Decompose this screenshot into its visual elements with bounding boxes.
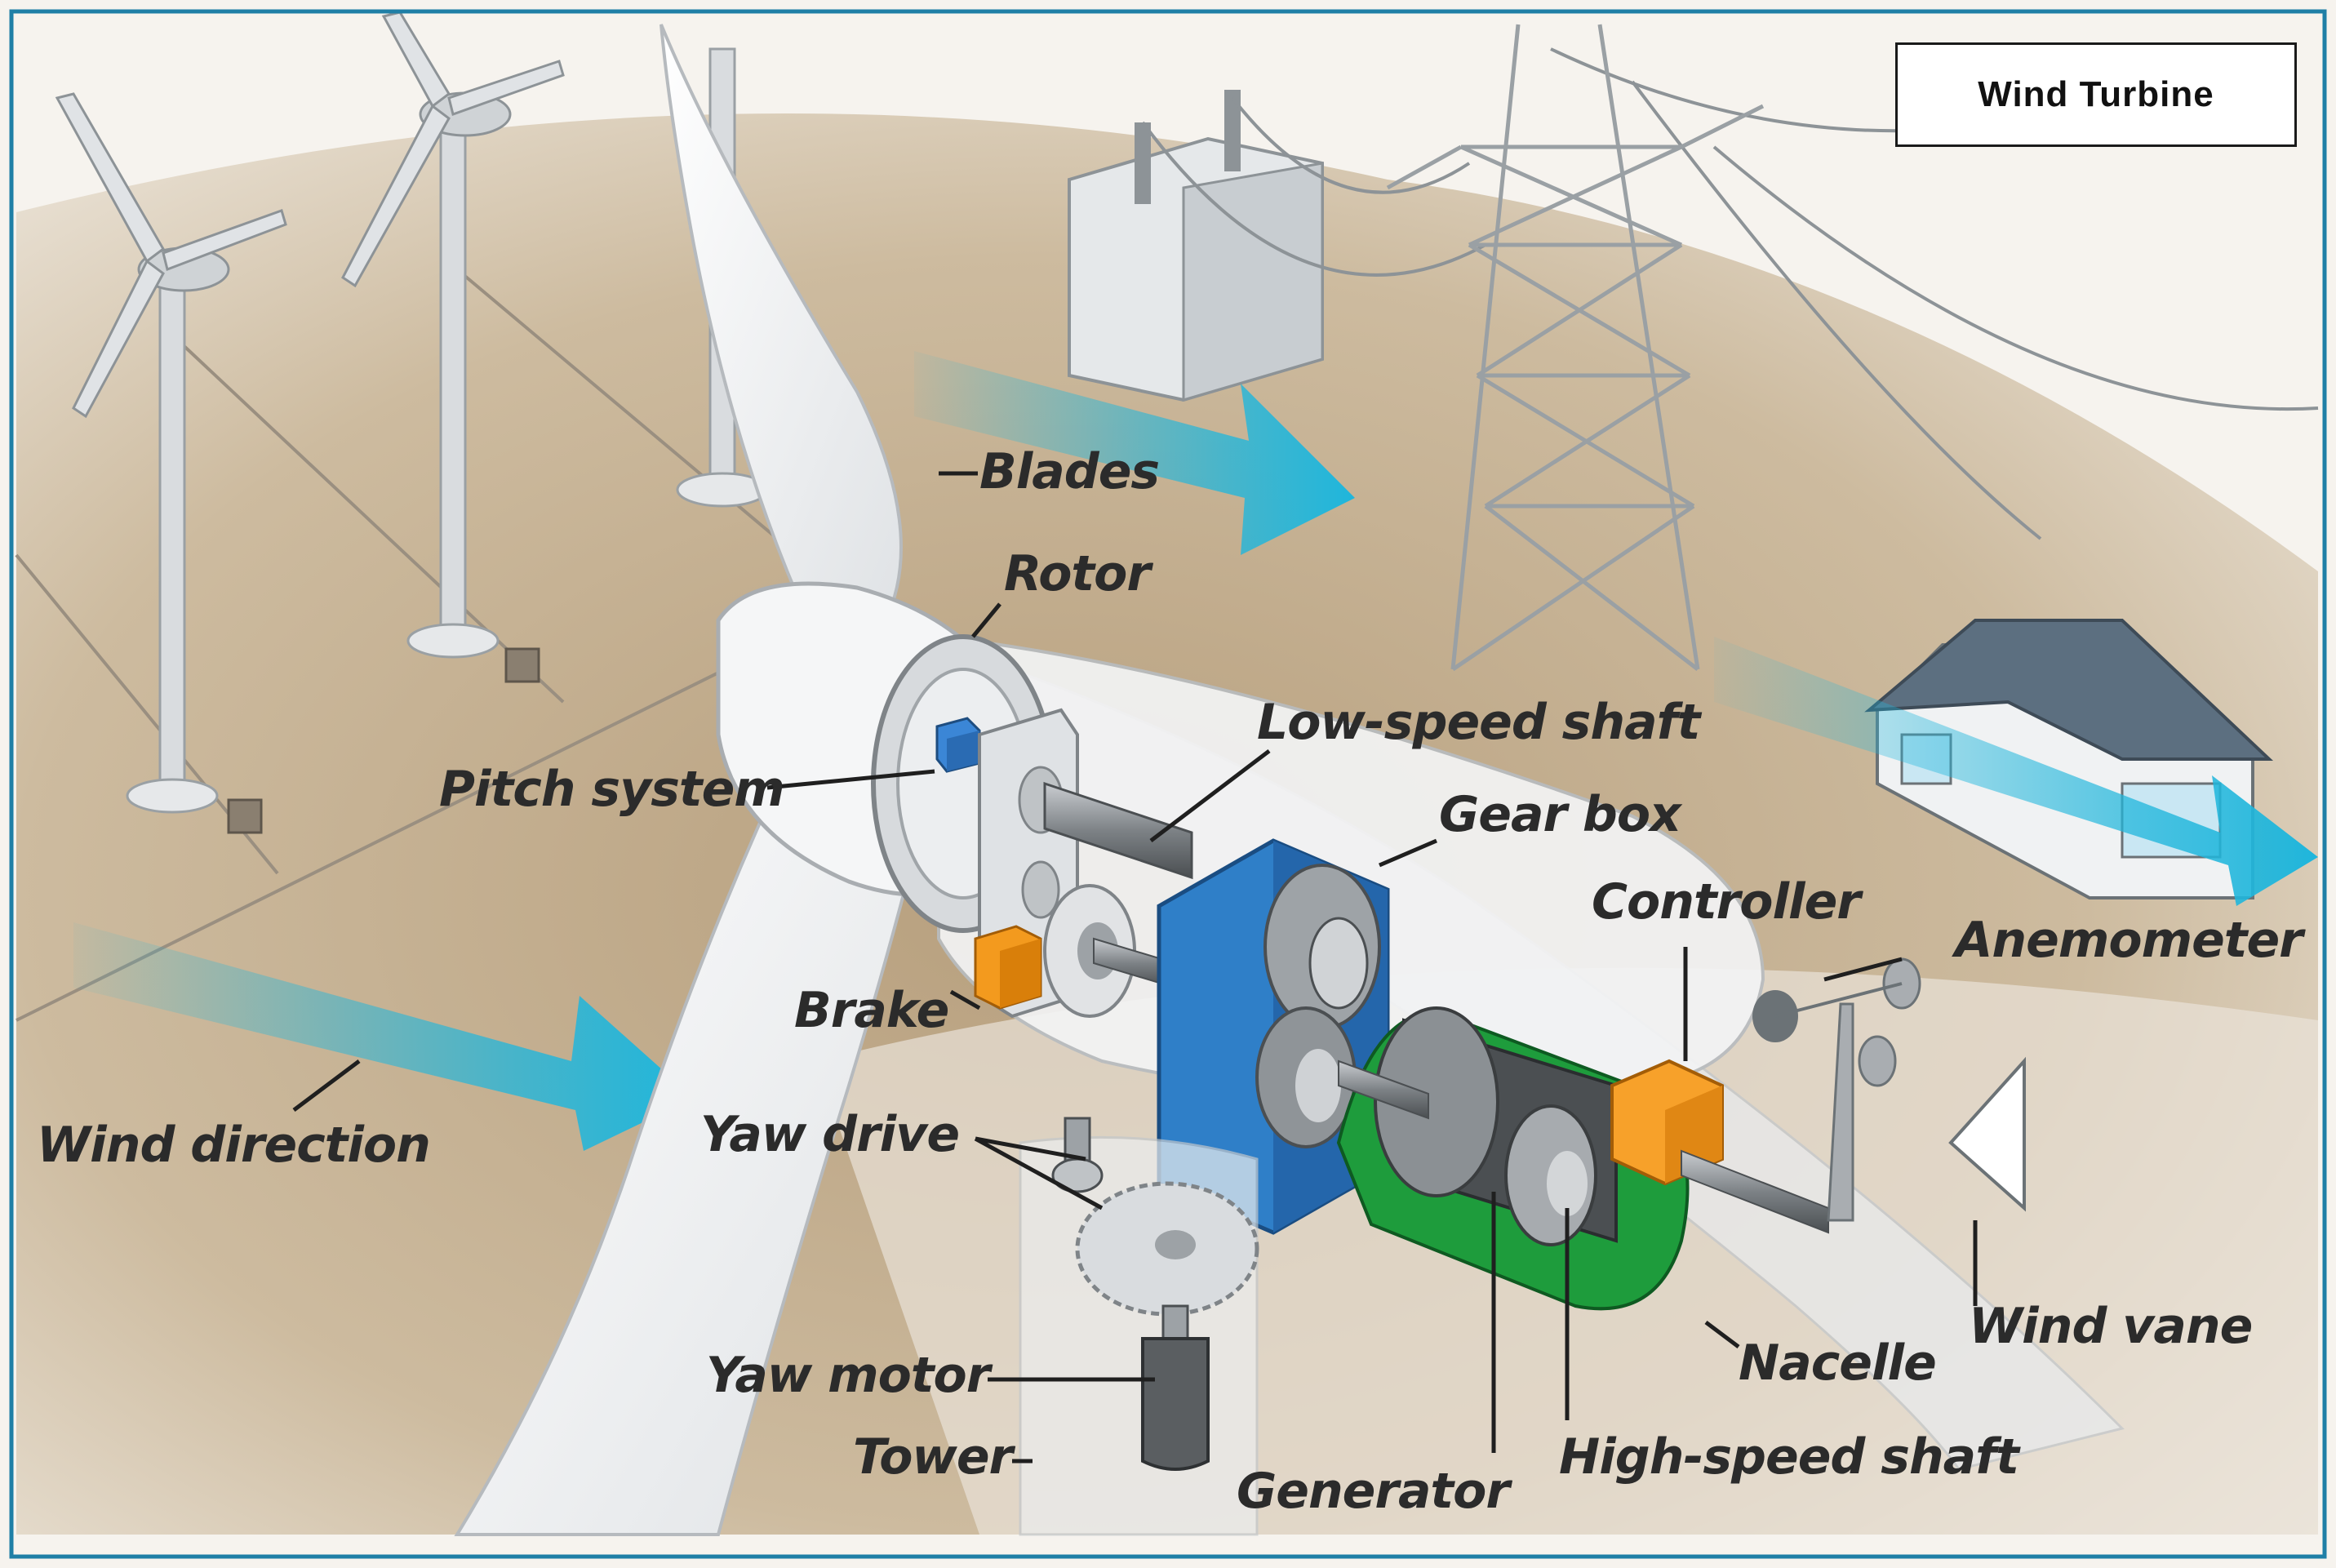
label-anemometer: Anemometer [1955, 912, 2303, 969]
label-tower: Tower [853, 1428, 1013, 1486]
label-yaw-drive: Yaw drive [700, 1106, 960, 1163]
title-box: Wind Turbine [1895, 42, 2297, 147]
diagram-title: Wind Turbine [1978, 74, 2214, 114]
diagram-frame [9, 9, 2327, 1559]
anemometer-drawing [1752, 957, 1921, 1222]
power-flow-arrow-house [1714, 637, 2318, 906]
label-blades: Blades [979, 443, 1160, 500]
label-rotor: Rotor [1004, 545, 1151, 602]
brake-caliper [974, 925, 1042, 1010]
label-wind-vane: Wind vane [1969, 1298, 2253, 1355]
label-pitch-system: Pitch system [439, 761, 785, 818]
label-brake: Brake [794, 982, 949, 1039]
label-wind-direction: Wind direction [37, 1117, 431, 1174]
yaw-motor-drawing [1141, 1337, 1210, 1471]
label-low-speed-shaft: Low-speed shaft [1257, 694, 1700, 751]
transformer [1068, 90, 1324, 402]
nacelle-housing [937, 634, 1765, 1104]
power-flow-arrow-top [914, 351, 1355, 555]
label-high-speed-shaft: High-speed shaft [1559, 1428, 2019, 1486]
wind-vane-drawing [1948, 1056, 2026, 1212]
transmission-tower [1386, 24, 1765, 672]
label-generator: Generator [1237, 1463, 1510, 1520]
pitch-system-box [935, 717, 981, 773]
generator-drawing [1374, 1006, 1618, 1246]
background-turbine-2 [341, 11, 565, 683]
low-speed-shaft-drawing [1043, 781, 1193, 880]
main-blade-bottom [454, 683, 941, 1536]
high-speed-shaft-drawing [1338, 1059, 1429, 1120]
label-controller: Controller [1592, 873, 1861, 931]
wind-direction-arrow [73, 922, 694, 1151]
controller-box [1610, 1059, 1829, 1234]
label-yaw-motor: Yaw motor [706, 1347, 990, 1404]
label-gear-box: Gear box [1439, 786, 1681, 843]
leader-lines [292, 471, 1978, 1464]
background-turbine-1 [55, 92, 287, 834]
label-nacelle: Nacelle [1739, 1335, 1937, 1392]
